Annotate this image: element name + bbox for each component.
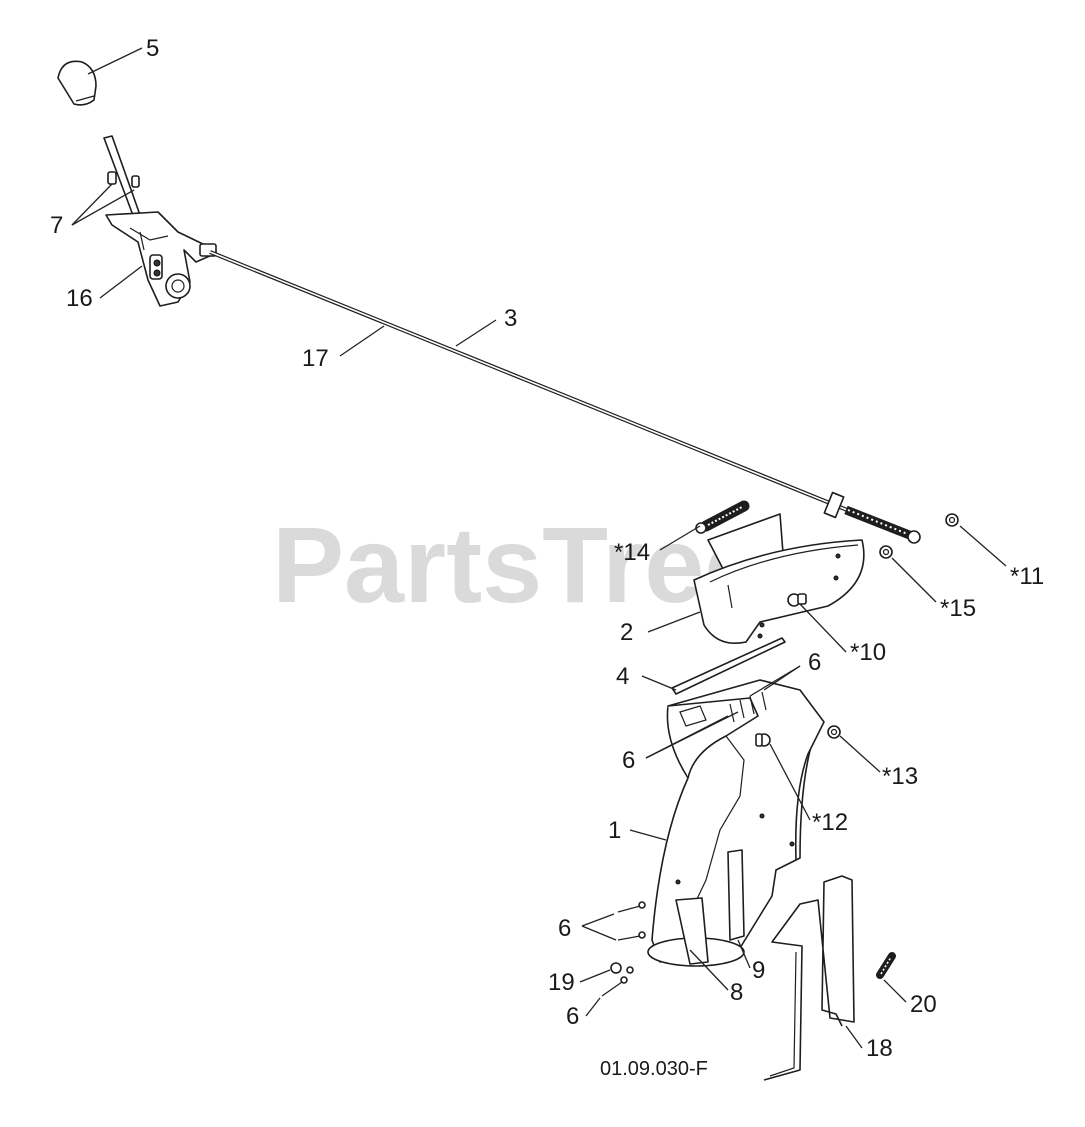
callout-7[interactable]: 7 [50,212,63,239]
callout-15[interactable]: *15 [940,595,976,622]
callout-6-upper-left[interactable]: 6 [622,747,635,774]
part-15-washer[interactable] [879,545,893,559]
part-19-washer[interactable] [610,962,634,974]
part-4-strip[interactable] [671,637,786,695]
callout-1[interactable]: 1 [608,817,621,844]
callout-6-bottom[interactable]: 6 [566,1003,579,1030]
callout-9[interactable]: 9 [752,957,765,984]
part-18-rod[interactable] [763,875,855,1081]
callout-13[interactable]: *13 [882,763,918,790]
part-14-spring[interactable] [695,500,750,534]
callout-20[interactable]: 20 [910,991,937,1018]
callout-4[interactable]: 4 [616,663,629,690]
callout-17[interactable]: 17 [302,345,329,372]
part-5-knob[interactable] [57,60,97,106]
callout-2[interactable]: 2 [620,619,633,646]
part-11-nut[interactable] [945,513,959,527]
part-3-rod[interactable] [209,250,853,514]
part-17-rod-end[interactable] [823,491,921,544]
callout-8[interactable]: 8 [730,979,743,1006]
part-10-bolt[interactable] [787,593,807,607]
part-6-rivet[interactable] [601,901,646,997]
callout-3[interactable]: 3 [504,305,517,332]
callout-12[interactable]: *12 [812,809,848,836]
part-20-spring[interactable] [876,952,896,979]
leader-lines [71,47,1007,1049]
part-6-rivet-group[interactable] [729,691,767,723]
part-12-bolt[interactable] [755,733,771,747]
callout-6-upper-right[interactable]: 6 [808,649,821,676]
callout-19[interactable]: 19 [548,969,575,996]
callout-11[interactable]: *11 [1010,563,1044,590]
callout-10[interactable]: *10 [850,639,886,666]
callout-18[interactable]: 18 [866,1035,893,1062]
callout-16[interactable]: 16 [66,285,93,312]
part-16-lever-assembly[interactable] [103,135,217,307]
callout-labels: 5 7 16 3 17 *14 *11 *15 2 *10 4 6 6 *13 … [50,35,1044,1062]
part-9-bracket[interactable] [727,849,745,941]
callout-6-lower[interactable]: 6 [558,915,571,942]
part-8-bracket[interactable] [675,897,709,965]
part-13-nut[interactable] [827,725,841,739]
callout-14[interactable]: *14 [614,539,650,566]
callout-5[interactable]: 5 [146,35,159,62]
watermark-text: PartsTree [272,504,764,625]
drawing-code: 01.09.030-F [600,1058,708,1080]
part-2-deflector[interactable] [693,513,865,644]
